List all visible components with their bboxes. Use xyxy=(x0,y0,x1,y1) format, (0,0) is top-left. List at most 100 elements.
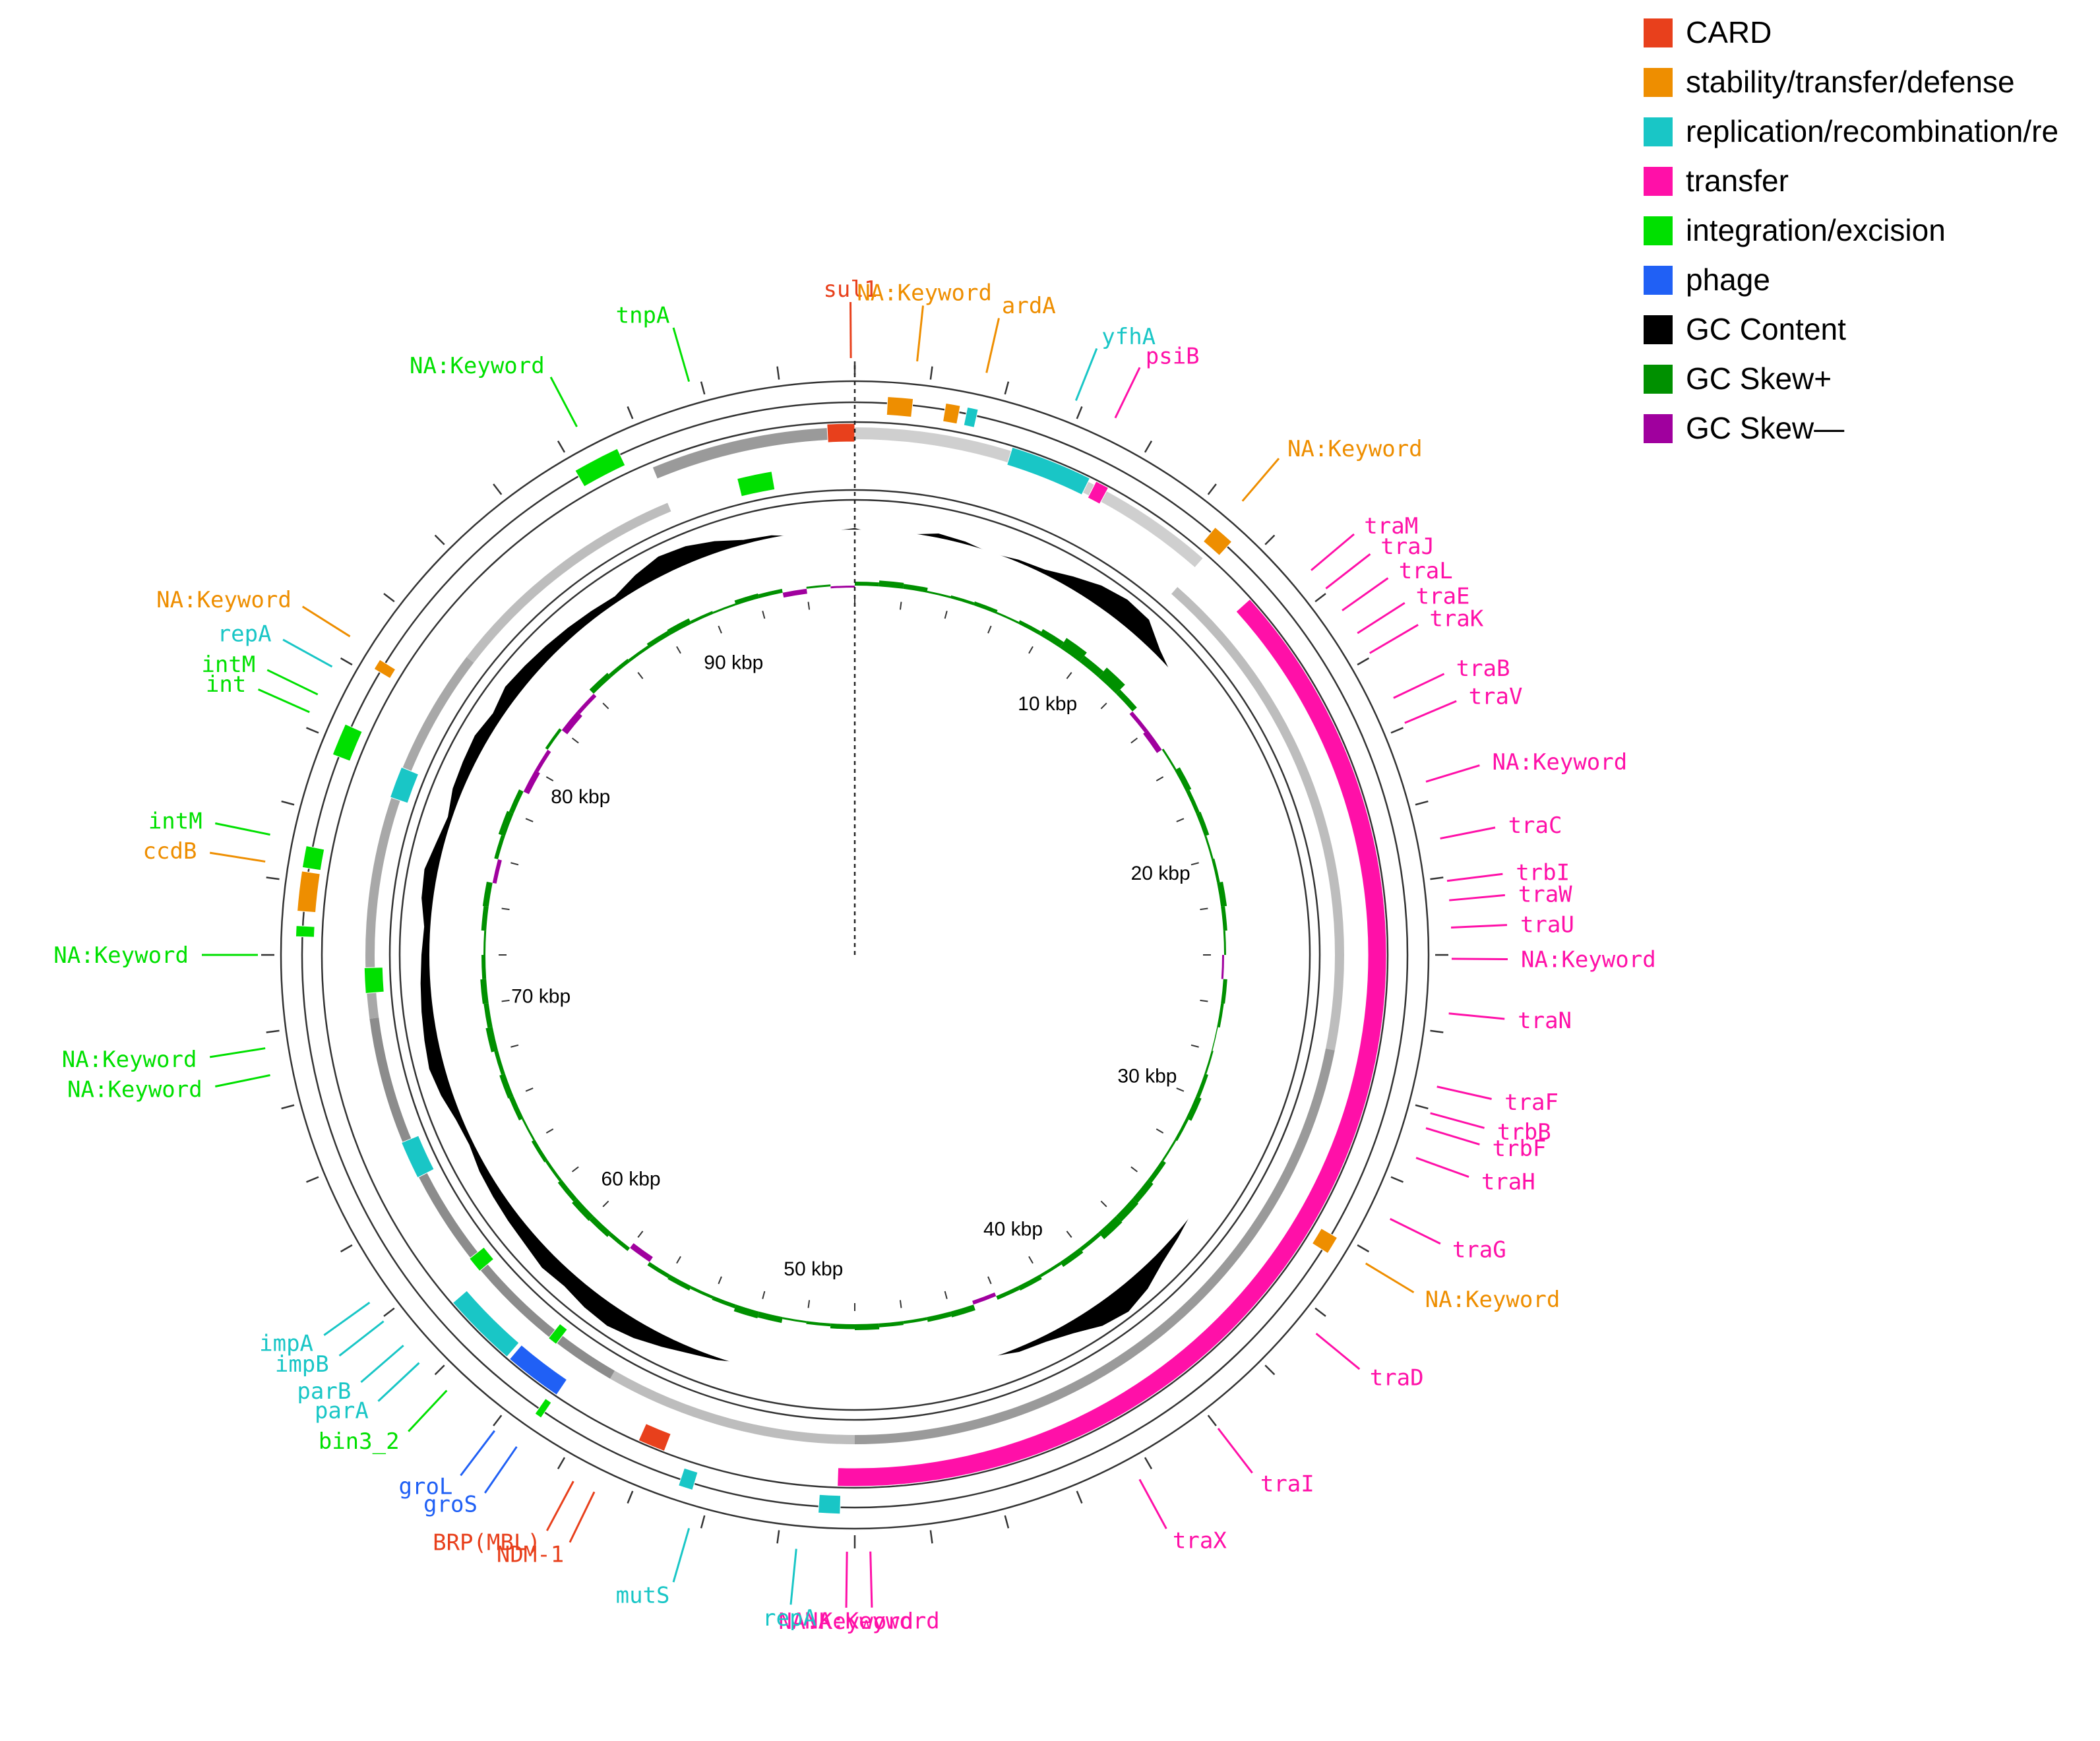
gc-skew-positive xyxy=(758,588,783,599)
tick xyxy=(1430,876,1444,880)
gc-skew-positive xyxy=(903,1317,928,1324)
gc-skew-positive xyxy=(1196,1074,1208,1098)
gene-label: NA:Keyword xyxy=(67,1077,202,1103)
gc-skew-positive xyxy=(1115,1198,1139,1222)
gene-label: groS xyxy=(423,1491,478,1517)
legend-label: GC Skew+ xyxy=(1686,361,1832,396)
kbp-label: 70 kbp xyxy=(511,986,571,1008)
tick xyxy=(493,483,503,495)
gene-feature xyxy=(574,448,626,487)
gc-skew-positive xyxy=(1161,748,1177,770)
gene-label: sul1 xyxy=(823,276,877,303)
scale-tick xyxy=(1100,702,1107,710)
gene-label: traU xyxy=(1520,912,1574,938)
gc-skew-positive xyxy=(483,931,487,955)
gc-skew-positive xyxy=(498,810,514,836)
backbone-arc xyxy=(365,657,474,1019)
gene-label: NA:Keyword xyxy=(857,280,992,307)
gc-skew-negative xyxy=(1221,955,1224,979)
label-leader xyxy=(1369,624,1419,654)
gene-feature xyxy=(295,925,315,938)
label-leader xyxy=(215,1074,270,1087)
gc-skew-positive xyxy=(1186,1096,1202,1121)
label-leader xyxy=(1425,764,1480,783)
tick xyxy=(557,1457,566,1470)
tick xyxy=(1314,593,1326,603)
gc-skew-positive xyxy=(1221,979,1227,1004)
gc-skew-positive xyxy=(734,593,760,605)
gc-skew-positive xyxy=(830,1323,855,1329)
gc-skew-positive xyxy=(589,673,611,694)
gc-skew-positive xyxy=(1217,881,1227,907)
scale-tick xyxy=(1176,1087,1185,1092)
label-leader xyxy=(1390,1217,1441,1245)
tick xyxy=(1207,1415,1217,1426)
tick xyxy=(306,1176,319,1183)
gene-label: impB xyxy=(275,1351,329,1378)
gc-skew-negative xyxy=(492,859,502,884)
gene-label: traG xyxy=(1452,1237,1506,1264)
label-leader xyxy=(460,1430,495,1477)
scale-tick xyxy=(899,1300,902,1308)
gc-skew-positive xyxy=(1039,628,1064,648)
gc-skew-positive xyxy=(667,618,692,636)
gene-feature xyxy=(534,1398,552,1419)
scale-tick xyxy=(718,625,722,634)
gc-skew-positive xyxy=(879,1321,904,1328)
gc-skew-positive xyxy=(494,1050,505,1075)
label-leader xyxy=(869,1551,873,1608)
gc-skew-positive xyxy=(690,1286,714,1299)
scale-tick xyxy=(1028,1256,1034,1264)
scale-tick xyxy=(637,671,644,679)
tick xyxy=(340,657,353,666)
label-leader xyxy=(672,1527,691,1583)
tick xyxy=(929,366,933,380)
gc-skew-negative xyxy=(782,588,807,598)
label-leader xyxy=(1325,553,1371,590)
scale-tick xyxy=(525,818,534,822)
kbp-label: 80 kbp xyxy=(551,786,610,808)
scale-tick xyxy=(525,1087,534,1092)
gene-label: trbF xyxy=(1493,1136,1547,1162)
label-leader xyxy=(209,1047,266,1058)
gene-label: NA:Keyword xyxy=(805,1608,940,1635)
gene-feature xyxy=(297,870,321,913)
scale-tick xyxy=(1028,646,1034,654)
gc-skew-negative xyxy=(535,749,551,772)
label-leader xyxy=(1074,348,1098,401)
gc-skew-positive xyxy=(1148,1160,1166,1183)
gene-label: NA:Keyword xyxy=(778,1608,913,1635)
gene-feature xyxy=(678,1467,698,1491)
label-leader xyxy=(209,851,266,863)
scale-tick xyxy=(602,1200,609,1207)
tick xyxy=(1357,657,1370,666)
gc-skew-positive xyxy=(1039,1262,1062,1277)
gene-feature xyxy=(301,845,325,871)
label-leader xyxy=(360,1345,404,1384)
gc-skew-negative xyxy=(561,711,582,735)
legend-label: transfer xyxy=(1686,164,1789,198)
legend-label: replication/recombination/re xyxy=(1686,114,2059,148)
gc-skew-positive xyxy=(690,611,714,624)
gc-skew-positive xyxy=(1223,931,1226,955)
tick xyxy=(776,366,780,380)
gc-skew-positive xyxy=(1060,1248,1084,1268)
label-leader xyxy=(1217,1428,1253,1474)
scale-tick xyxy=(718,1276,722,1285)
gc-skew-positive xyxy=(1079,1233,1101,1252)
gene-label: traX xyxy=(1173,1528,1227,1554)
label-leader xyxy=(484,1446,518,1494)
gc-skew-positive xyxy=(667,1274,692,1291)
gc-skew-negative xyxy=(1143,730,1162,753)
gc-skew-positive xyxy=(806,584,831,589)
gc-skew-positive xyxy=(1217,1003,1224,1028)
gene-label: trbI xyxy=(1516,860,1570,886)
gc-skew-negative xyxy=(972,1292,997,1305)
gene-label: mutS xyxy=(616,1582,670,1608)
gene-label: traH xyxy=(1481,1169,1535,1195)
gene-label: traK xyxy=(1429,605,1483,632)
gene-label: int xyxy=(206,671,246,698)
gene-label: NA:Keyword xyxy=(53,942,189,969)
gene-feature xyxy=(886,396,914,418)
tick xyxy=(700,381,706,395)
